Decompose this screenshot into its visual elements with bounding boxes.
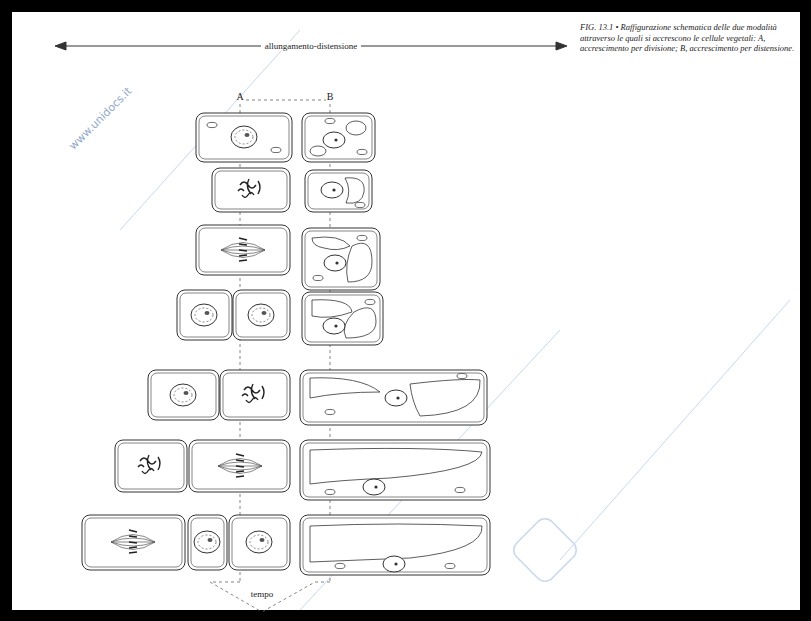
axis-label: tempo: [247, 589, 278, 599]
axis-label: allungamento-distensione: [261, 41, 361, 51]
column-letter: A: [236, 91, 243, 102]
figure-caption: FIG. 13.1 • Raffigurazione schematica de…: [580, 22, 802, 54]
column-letter: B: [327, 91, 334, 102]
